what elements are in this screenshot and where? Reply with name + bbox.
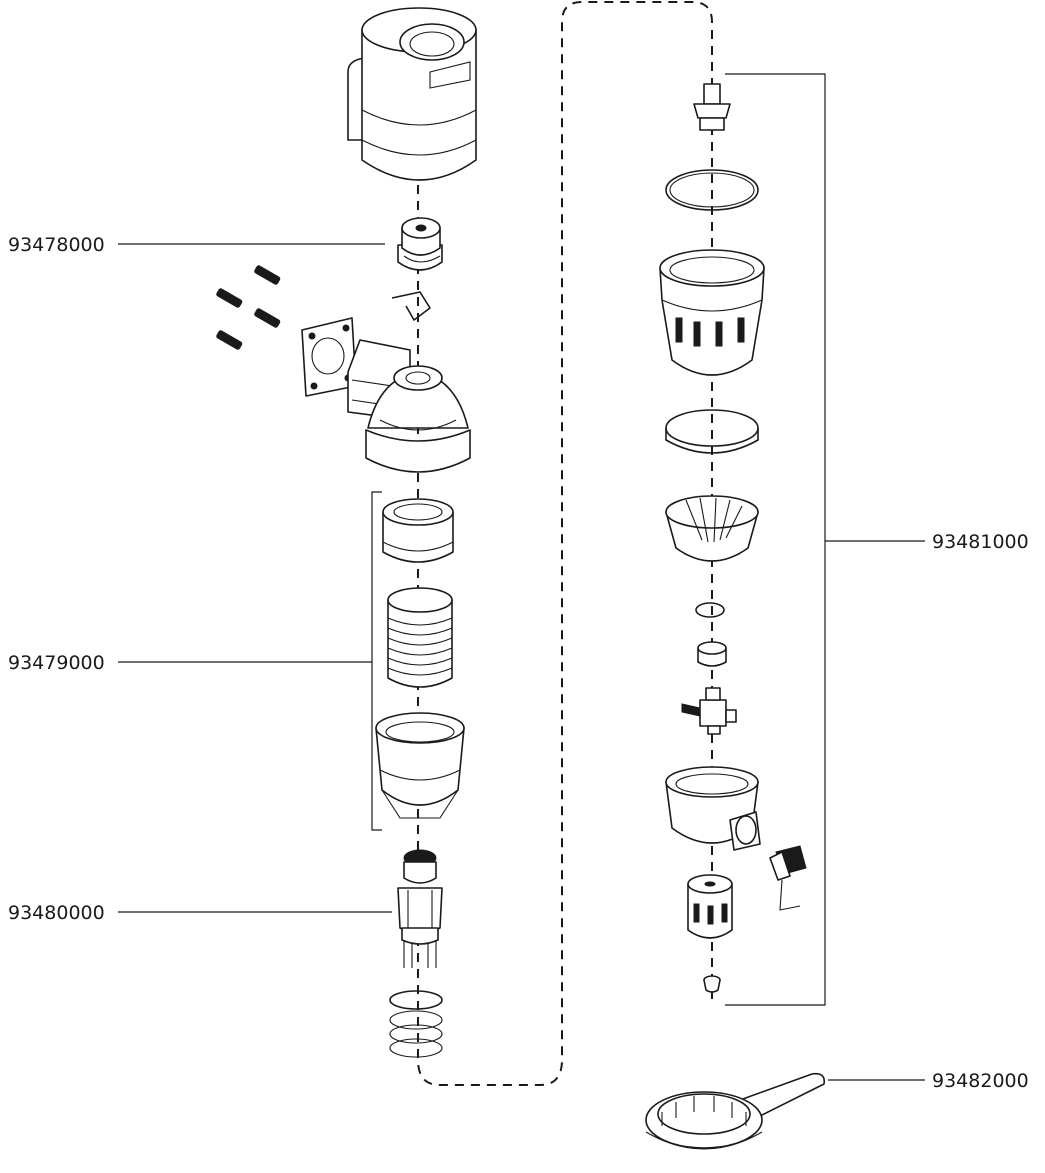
cartridge-screen <box>387 587 453 688</box>
side-clip <box>769 845 807 911</box>
filter-wrench <box>645 1072 826 1150</box>
top-housing <box>347 7 477 181</box>
lower-cartridge <box>687 874 733 939</box>
drain-valve <box>681 687 737 735</box>
filter-bowl <box>659 249 765 376</box>
callout-label-93481000: 93481000 <box>932 531 1029 553</box>
callout-93481000: 93481000 <box>725 73 1029 1006</box>
lower-housing <box>665 766 761 851</box>
callout-label-93478000: 93478000 <box>8 234 105 256</box>
callout-93482000: 93482000 <box>828 1070 1029 1092</box>
callout-label-93479000: 93479000 <box>8 652 105 674</box>
small-o-ring <box>695 602 725 618</box>
vent-valve-stem <box>693 83 731 131</box>
bowl-o-ring <box>665 169 759 211</box>
callout-93479000: 93479000 <box>8 491 382 831</box>
callout-label-93482000: 93482000 <box>932 1070 1029 1092</box>
callout-label-93480000: 93480000 <box>8 902 105 924</box>
check-valve <box>397 849 443 968</box>
spring <box>389 990 443 1058</box>
mounting-bolts <box>216 265 281 350</box>
hex-key <box>391 291 431 321</box>
assembly-axis-lines <box>417 1 713 1086</box>
drain-plug <box>703 975 721 993</box>
gasket-plate <box>301 317 357 397</box>
cartridge-top-ring <box>382 498 454 563</box>
bowl-retaining-ring <box>665 409 759 454</box>
pressure-gauge <box>397 217 443 271</box>
hex-nut <box>697 641 727 667</box>
callout-93480000: 93480000 <box>8 902 392 924</box>
callout-93478000: 93478000 <box>8 234 385 256</box>
valve-head-body <box>347 339 471 473</box>
ribbed-funnel <box>665 495 759 562</box>
cartridge-cup <box>375 712 465 819</box>
